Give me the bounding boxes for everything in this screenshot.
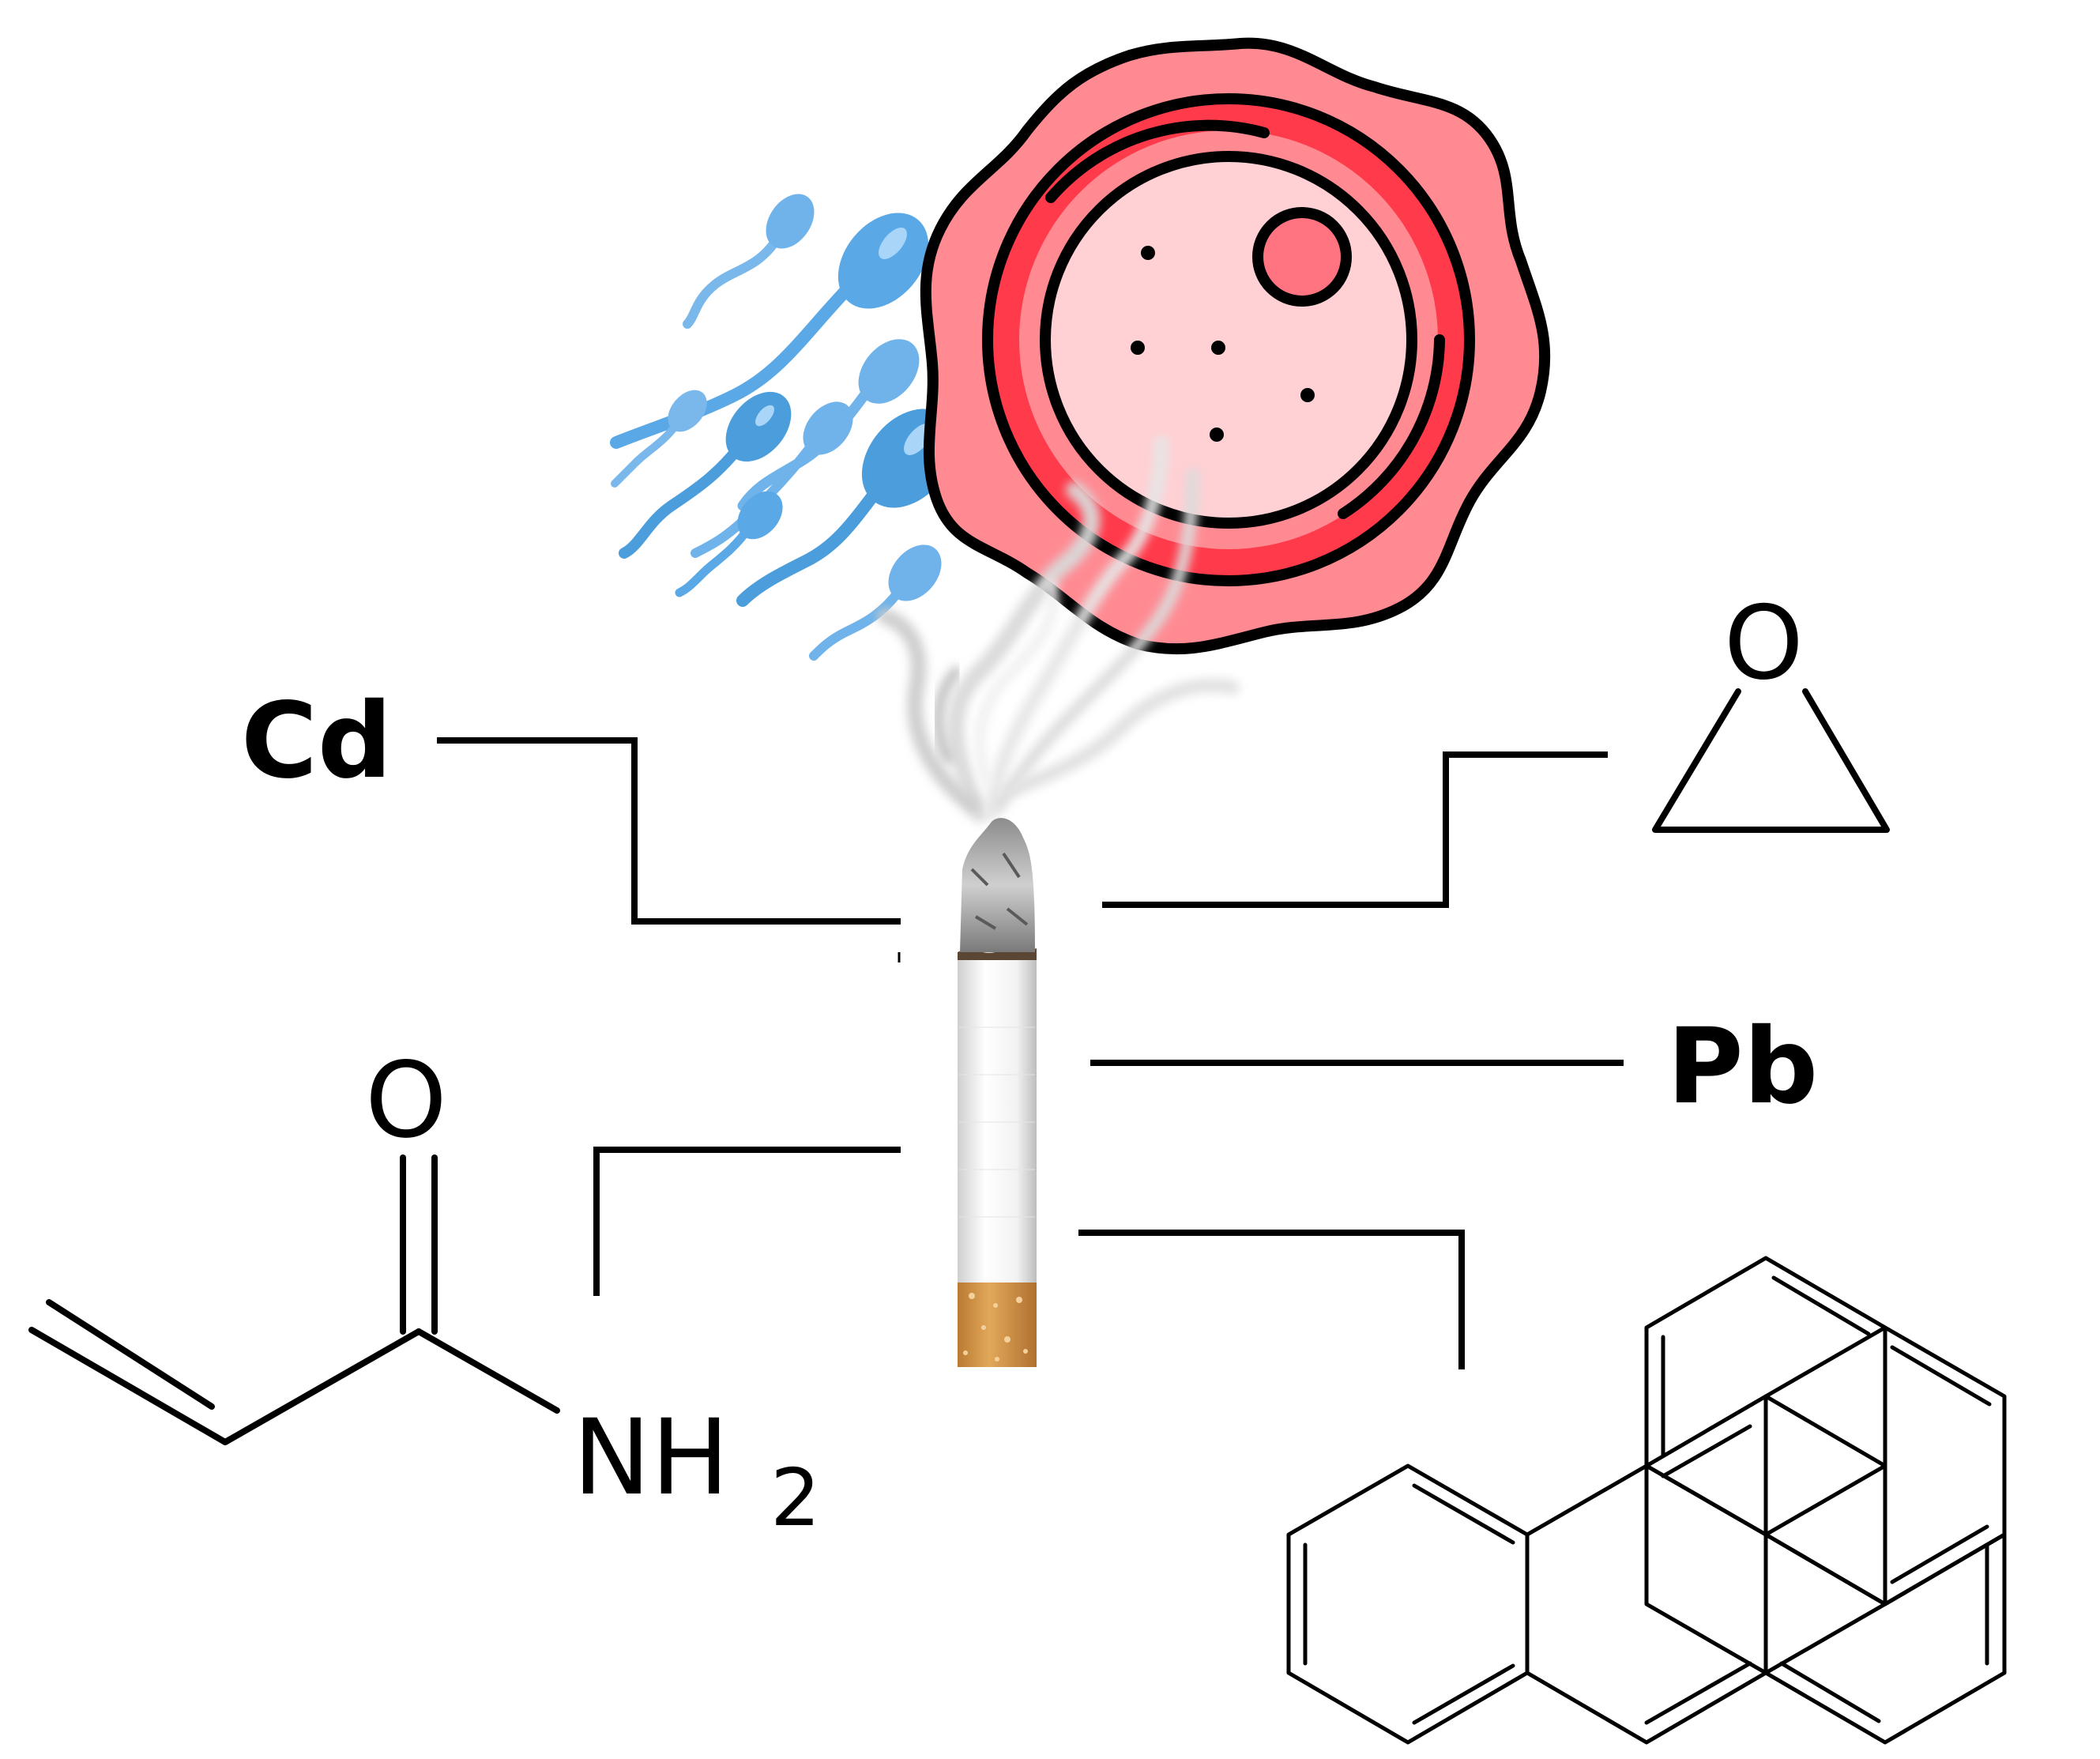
egg-ring-highlight	[1338, 334, 1445, 519]
egg-cytoplasm	[1040, 151, 1417, 529]
cigarette-paper	[958, 952, 1037, 1283]
cigarette-ash	[960, 818, 1035, 952]
cigarette-filter	[958, 1280, 1037, 1367]
connector-lines	[437, 737, 1624, 1369]
sperm-cell	[611, 390, 707, 488]
amine-label: NH	[573, 1397, 729, 1519]
connector-cd	[437, 737, 901, 925]
cytoplasm-dot	[1141, 246, 1155, 260]
egg-nucleus	[1252, 207, 1352, 307]
ethylene-oxide-structure: O	[1652, 585, 1890, 833]
sperm-cells-icon	[610, 194, 956, 661]
sperm-cell	[683, 194, 815, 329]
connector-epoxide	[1102, 751, 1608, 908]
c-c-bond	[222, 1328, 422, 1445]
cytoplasm-dot	[1211, 341, 1225, 355]
benzo-a-pyrene-structure	[1286, 1256, 2007, 1745]
acrylamide-structure: O NH 2	[28, 1040, 821, 1544]
vinyl-double-bond	[28, 1327, 228, 1445]
amine-subscript: 2	[770, 1452, 821, 1544]
smoke-icon	[877, 435, 1240, 823]
connector-benzopyrene	[1078, 1230, 1465, 1369]
sperm-cell	[619, 391, 792, 559]
cytoplasm-dot	[1131, 341, 1145, 355]
epoxide-ring	[1652, 688, 1890, 833]
vinyl-double-bond	[46, 1299, 215, 1410]
cytoplasm-dot	[1300, 388, 1315, 402]
cytoplasm-dot	[1210, 428, 1224, 442]
filter-speckles	[963, 1293, 1028, 1362]
burning-cigarette-icon	[958, 818, 1037, 1367]
paper-lines	[959, 1026, 1035, 1218]
carbonyl-oxygen-label: O	[365, 1040, 447, 1162]
cadmium-label: Cd	[241, 680, 392, 802]
egg-ring-highlight	[1045, 119, 1270, 203]
egg-cell-icon	[920, 37, 1551, 655]
sperm-cell	[809, 544, 942, 661]
epoxide-oxygen-label: O	[1724, 585, 1804, 702]
c-n-bond	[416, 1328, 560, 1414]
lead-label: Pb	[1667, 1006, 1818, 1128]
connector-acrylamide	[593, 1147, 901, 1296]
sperm-cell	[675, 491, 783, 597]
sperm-cell	[610, 213, 929, 449]
